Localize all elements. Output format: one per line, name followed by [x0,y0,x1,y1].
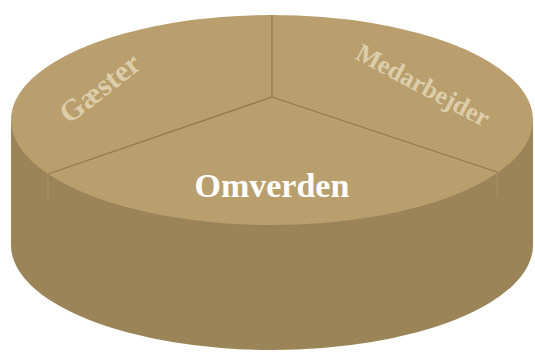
sector-divider [271,15,272,97]
sector-label: Omverden [195,169,352,203]
disk-top [11,15,533,225]
step-edge [496,172,498,198]
pie-sector: Omverden [193,167,352,205]
step-edge [47,174,49,200]
